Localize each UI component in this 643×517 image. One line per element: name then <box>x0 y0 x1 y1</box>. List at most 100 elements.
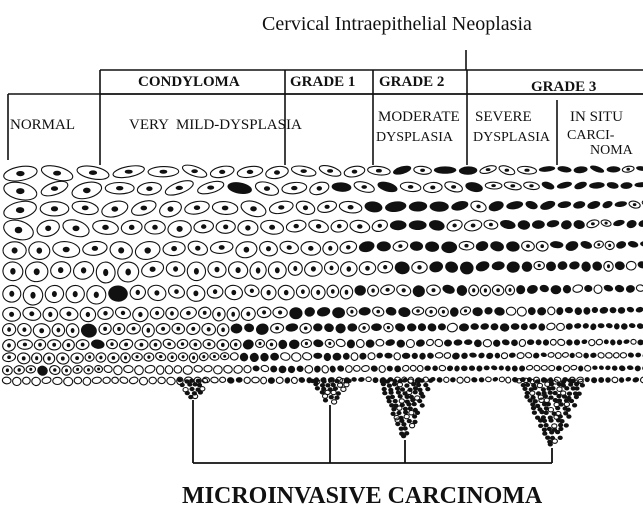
epithelial-cell <box>505 365 512 372</box>
epithelial-cell <box>535 339 542 346</box>
epithelial-cell <box>506 307 516 315</box>
epithelial-cell <box>385 338 396 346</box>
epithelial-cell <box>494 306 506 316</box>
epithelial-cell <box>620 353 626 358</box>
epithelial-cell <box>425 241 440 252</box>
epithelial-cell <box>426 352 434 360</box>
epithelial-cell <box>532 411 537 415</box>
epithelial-cell <box>387 384 392 388</box>
epithelial-cell <box>638 219 643 228</box>
cell-nucleus <box>608 265 610 268</box>
cell-nucleus <box>177 226 182 231</box>
epithelial-cell <box>532 220 545 229</box>
cell-nucleus <box>464 310 466 312</box>
epithelial-cell <box>413 390 418 394</box>
epithelial-cell <box>551 285 562 294</box>
epithelial-cell <box>519 339 527 347</box>
epithelial-cell <box>480 323 490 331</box>
cell-nucleus <box>193 356 195 359</box>
cell-nucleus <box>196 246 200 250</box>
epithelial-cell <box>506 241 521 253</box>
epithelial-cell <box>243 323 255 333</box>
epithelial-cell <box>605 323 613 329</box>
epithelial-cell <box>634 182 643 188</box>
cell-nucleus <box>147 328 150 332</box>
cell-nucleus <box>247 170 253 173</box>
epithelial-cell <box>557 165 572 173</box>
cell-nucleus <box>171 312 174 316</box>
epithelial-cell <box>557 338 566 346</box>
epithelial-cell <box>626 306 635 313</box>
cell-nucleus <box>363 327 365 330</box>
epithelial-cell <box>415 338 426 347</box>
cell-nucleus <box>352 170 357 173</box>
epithelial-cell <box>471 377 478 383</box>
cell-nucleus <box>250 289 253 292</box>
cell-nucleus <box>492 185 496 187</box>
stage-normal-label: NORMAL <box>10 118 75 133</box>
epithelial-cell <box>557 200 571 208</box>
epithelial-cell <box>527 398 532 402</box>
cell-nucleus <box>182 356 184 358</box>
cell-nucleus <box>338 225 342 228</box>
cell-nucleus <box>527 245 530 248</box>
cell-nucleus <box>125 356 127 359</box>
epithelial-cell <box>597 352 605 359</box>
epithelial-cell <box>563 365 570 372</box>
epithelial-cell <box>556 394 561 398</box>
epithelial-cell <box>492 339 501 348</box>
cell-nucleus <box>52 292 56 297</box>
epithelial-cell <box>549 365 555 371</box>
epithelial-cell <box>564 423 569 427</box>
stage-moderate-line1: MODERATE <box>378 110 460 125</box>
epithelial-cell <box>177 378 182 382</box>
epithelial-cell <box>625 284 635 293</box>
epithelial-cell <box>583 352 590 359</box>
epithelial-cell <box>632 376 640 383</box>
epithelial-cell <box>484 307 493 316</box>
cell-nucleus <box>73 226 79 231</box>
cell-nucleus <box>139 312 142 316</box>
cell-nucleus <box>192 327 195 330</box>
epithelial-cell <box>189 387 194 391</box>
epithelial-cell <box>444 339 452 347</box>
cell-nucleus <box>194 206 199 210</box>
cell-nucleus <box>627 168 630 170</box>
epithelial-cell <box>506 261 520 274</box>
epithelial-cell <box>450 307 459 317</box>
cell-nucleus <box>477 205 480 208</box>
cell-nucleus <box>118 327 121 330</box>
cell-nucleus <box>219 246 224 250</box>
cell-nucleus <box>224 355 226 357</box>
epithelial-cell <box>574 386 579 390</box>
cell-nucleus <box>530 185 533 187</box>
cell-nucleus <box>160 170 167 173</box>
epithelial-cell <box>412 402 417 406</box>
stage-severe-line2: DYSPLASIA <box>473 131 550 145</box>
epithelial-cell <box>636 165 643 171</box>
epithelial-cell <box>591 306 599 314</box>
epithelial-cell <box>345 365 352 373</box>
epithelial-cell <box>591 260 603 272</box>
epithelial-cell <box>549 430 554 434</box>
epithelial-cell <box>565 323 573 331</box>
epithelial-cell <box>392 382 397 386</box>
cell-nucleus <box>187 311 191 314</box>
cell-nucleus <box>71 329 74 333</box>
cell-nucleus <box>347 246 351 249</box>
cell-nucleus <box>11 269 15 275</box>
epithelial-cell <box>451 352 460 360</box>
epithelial-cell <box>574 395 579 399</box>
epithelial-cell <box>475 240 490 253</box>
cell-nucleus <box>98 368 100 370</box>
epithelial-cell <box>384 352 393 358</box>
epithelial-cell <box>108 285 129 303</box>
cell-nucleus <box>46 226 51 231</box>
cell-nucleus <box>358 225 362 229</box>
epithelial-cell <box>446 365 454 372</box>
cell-nucleus <box>23 343 26 346</box>
epithelial-cell <box>336 364 345 372</box>
cell-nucleus <box>267 290 270 294</box>
epithelial-cell <box>574 339 581 346</box>
epithelial-cell <box>614 323 620 330</box>
